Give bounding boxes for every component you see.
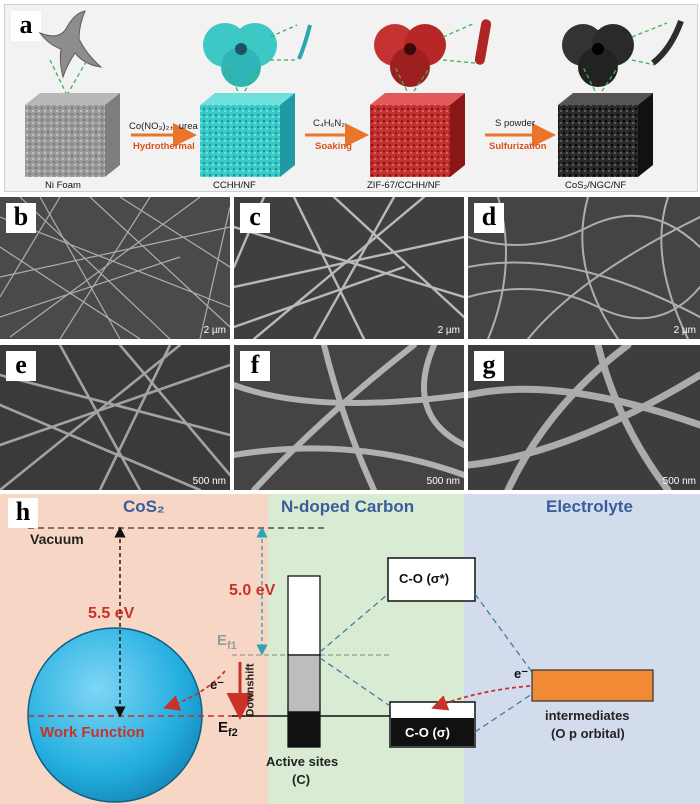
sem-panel-g: g 500 nm <box>468 345 700 490</box>
sem-g-letter: g <box>474 351 504 381</box>
step3-method: Sulfurization <box>489 141 547 152</box>
active-sites-label: Active sites <box>266 754 338 769</box>
sem-c-letter: c <box>240 203 270 233</box>
tripod-cyan <box>203 23 277 87</box>
step3-reagent: S powder <box>495 118 535 129</box>
label-cchh-nf: CCHH/NF <box>213 180 256 191</box>
intermediates-label: intermediates <box>545 708 630 723</box>
electron-label-2: e⁻ <box>514 666 528 682</box>
sem-b-scale: 2 µm <box>204 325 226 336</box>
foam-cube-ni <box>25 93 120 177</box>
sem-panel-e: e 500 nm <box>0 345 230 490</box>
electron-label-1: e⁻ <box>210 677 224 693</box>
band-diagram <box>0 494 700 804</box>
tripod-black <box>562 24 634 87</box>
rod-red <box>474 18 492 65</box>
panel-a-illustration <box>5 5 697 191</box>
tripod-red <box>374 24 446 87</box>
sem-g-scale: 500 nm <box>663 476 696 487</box>
carbon-title: N-doped Carbon <box>281 497 414 517</box>
sem-e-scale: 500 nm <box>193 476 226 487</box>
label-zif-cchh-nf: ZIF-67/CCHH/NF <box>367 180 440 191</box>
sem-e-letter: e <box>6 351 36 381</box>
ef2-sub: f2 <box>228 727 238 739</box>
sem-f-letter: f <box>240 351 270 381</box>
foam-cube-zif <box>370 93 465 177</box>
step1-method: Hydrothermal <box>133 141 195 152</box>
electrolyte-title: Electrolyte <box>546 497 633 517</box>
ef1-sub: f1 <box>227 640 237 652</box>
rod-black <box>653 21 681 63</box>
rod-cyan <box>299 25 310 59</box>
work-function-label: Work Function <box>40 724 145 741</box>
cos2-title: CoS₂ <box>123 497 165 517</box>
ef2-label: Ef2 <box>218 719 238 739</box>
sem-panel-d: d 2 µm <box>468 197 700 339</box>
sem-d-scale: 2 µm <box>674 325 696 336</box>
label-ni-foam: Ni Foam <box>45 180 81 191</box>
downshift-label: Downshift <box>245 663 257 716</box>
step2-method: Soaking <box>315 141 352 152</box>
vacuum-label: Vacuum <box>30 531 84 547</box>
step1-reagent: Co(NO₃)₂，urea <box>129 118 198 132</box>
panel-h-letter: h <box>8 498 38 528</box>
cos2-sphere <box>28 628 202 802</box>
sem-d-letter: d <box>474 203 504 233</box>
sem-panel-c: c 2 µm <box>234 197 464 339</box>
ef2-main: E <box>218 719 228 736</box>
panel-h: h CoS₂ N-doped Carbon Electrolyte Vacuum… <box>0 494 700 804</box>
sem-b-letter: b <box>6 203 36 233</box>
ef1-main: E <box>217 632 227 649</box>
foam-cube-cchh <box>200 93 295 177</box>
label-cos2-ngc-nf: CoS₂/NGC/NF <box>565 180 626 191</box>
tripod-gray <box>40 11 101 77</box>
ef1-label: Ef1 <box>217 632 237 652</box>
step2-reagent: C₄H₆N₂ <box>313 118 345 129</box>
sigma-star-label: C-O (σ*) <box>399 571 449 586</box>
band-black <box>288 712 320 747</box>
energy-5-0-label: 5.0 eV <box>229 582 275 600</box>
panel-a: a <box>4 4 698 192</box>
band-gray <box>288 655 320 712</box>
energy-5-5-label: 5.5 eV <box>88 605 134 623</box>
intermediates-box <box>532 670 653 701</box>
sem-panel-b: b 2 µm <box>0 197 230 339</box>
foam-cube-cos2 <box>558 93 653 177</box>
intermediates-sublabel: (O p orbital) <box>551 726 625 741</box>
active-sites-sublabel: (C) <box>292 772 310 787</box>
sem-panel-f: f 500 nm <box>234 345 464 490</box>
sem-f-scale: 500 nm <box>427 476 460 487</box>
band-white <box>288 576 320 655</box>
sem-c-scale: 2 µm <box>438 325 460 336</box>
sigma-label: C-O (σ) <box>405 725 450 740</box>
